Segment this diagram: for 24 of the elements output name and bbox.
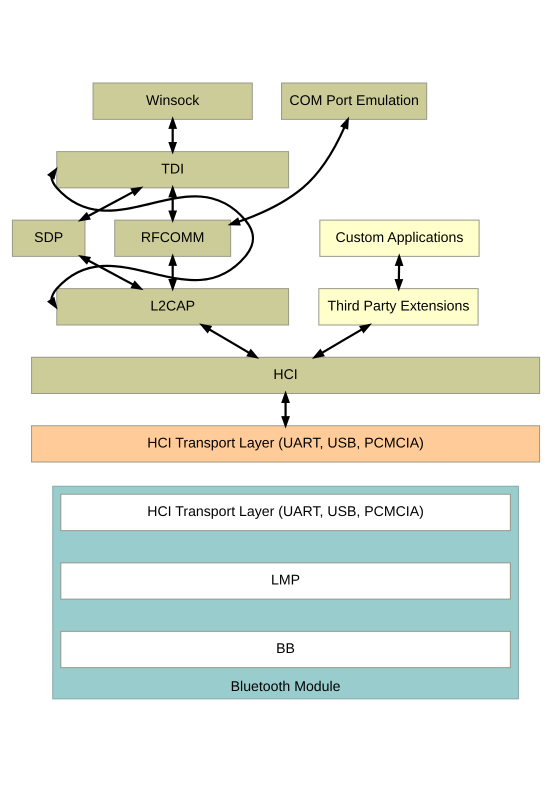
- arrow: [228, 116, 350, 226]
- arrow: [47, 166, 254, 310]
- arrow: [168, 184, 178, 223]
- arrow: [312, 322, 372, 358]
- node-box: Third Party Extensions: [318, 288, 479, 325]
- node-box: SDP: [12, 219, 86, 256]
- arrow: [168, 116, 178, 154]
- node-box: HCI Transport Layer (UART, USB, PCMCIA): [60, 493, 511, 531]
- node-box: Custom Applications: [319, 219, 480, 256]
- node-box: BB: [60, 630, 511, 668]
- arrow: [168, 252, 178, 292]
- arrow: [394, 252, 404, 292]
- arrow: [78, 186, 144, 222]
- arrow: [78, 254, 144, 290]
- node-box: HCI Transport Layer (UART, USB, PCMCIA): [31, 424, 540, 462]
- arrow: [281, 390, 290, 428]
- arrow: [199, 322, 260, 358]
- node-box: RFCOMM: [114, 219, 232, 256]
- node-box: L2CAP: [56, 288, 290, 325]
- node-box: HCI: [31, 356, 540, 394]
- node-box: Winsock: [92, 82, 253, 120]
- node-box: COM Port Emulation: [281, 82, 428, 120]
- node-box: TDI: [56, 150, 290, 188]
- node-box: LMP: [60, 562, 511, 600]
